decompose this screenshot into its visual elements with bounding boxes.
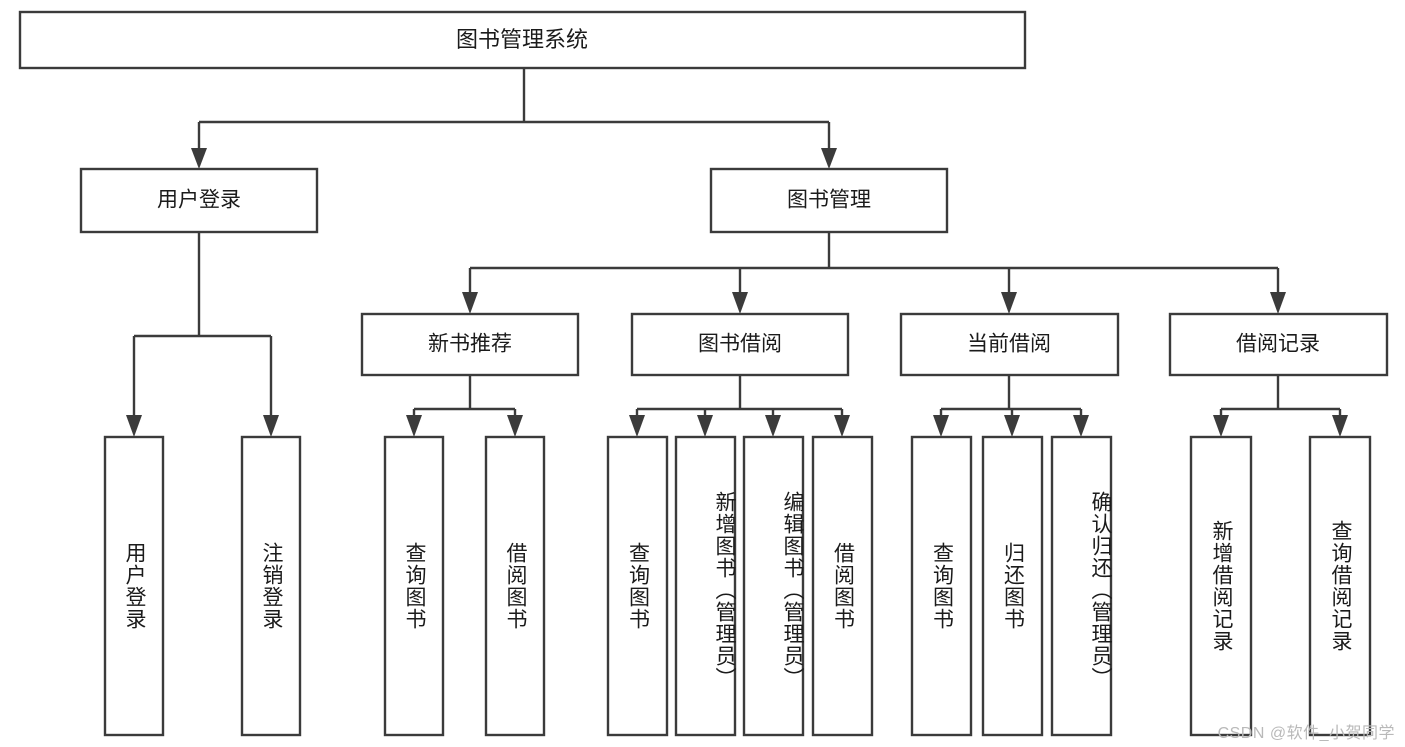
arrow-head-icon [507, 415, 523, 437]
leaf-node-boxes [103, 435, 1372, 737]
node-book-management-label: 图书管理 [787, 189, 871, 212]
node-current-borrow[interactable]: 当前借阅 [899, 312, 1120, 377]
connector-book-mgmt-to-level3 [462, 232, 1286, 314]
connector-book-borrow-to-leaves [629, 375, 850, 437]
leaf-box-query-book-borrow[interactable] [606, 435, 669, 737]
node-current-borrow-box[interactable] [899, 312, 1120, 377]
node-borrow-record-box[interactable] [1168, 312, 1389, 377]
arrow-head-icon [732, 292, 748, 314]
arrow-head-icon [406, 415, 422, 437]
leaf-box-add-borrow-record[interactable] [1189, 435, 1253, 737]
arrow-head-icon [765, 415, 781, 437]
arrow-head-icon [933, 415, 949, 437]
arrow-head-icon [1213, 415, 1229, 437]
connector-new-book-to-leaves [406, 375, 523, 437]
node-root[interactable]: 图书管理系统 [18, 10, 1027, 70]
node-user-login-box[interactable] [79, 167, 319, 234]
leaf-box-borrow-book[interactable] [811, 435, 874, 737]
arrow-head-icon [263, 415, 279, 437]
node-root-label: 图书管理系统 [456, 27, 588, 52]
arrow-head-icon [1001, 292, 1017, 314]
leaf-box-edit-book-admin[interactable] [742, 435, 805, 737]
leaf-box-borrow-book-rec[interactable] [484, 435, 546, 737]
arrow-head-icon [1270, 292, 1286, 314]
node-book-management[interactable]: 图书管理 [709, 167, 949, 234]
node-root-box[interactable] [18, 10, 1027, 70]
node-book-borrow[interactable]: 图书借阅 [630, 312, 850, 377]
node-new-book-recommend-box[interactable] [360, 312, 580, 377]
leaf-box-return-book[interactable] [981, 435, 1044, 737]
connector-root-to-level2 [191, 68, 837, 169]
leaf-box-query-book-rec[interactable] [383, 435, 445, 737]
watermark-text: CSDN @软件_小贺同学 [1217, 725, 1395, 742]
leaf-box-query-borrow-record[interactable] [1308, 435, 1372, 737]
connector-current-borrow-to-leaves [933, 375, 1089, 437]
arrow-head-icon [834, 415, 850, 437]
arrow-head-icon [1332, 415, 1348, 437]
node-user-login-label: 用户登录 [157, 189, 241, 212]
node-book-management-box[interactable] [709, 167, 949, 234]
arrow-head-icon [462, 292, 478, 314]
arrow-head-icon [1073, 415, 1089, 437]
node-user-login[interactable]: 用户登录 [79, 167, 319, 234]
arrow-head-icon [191, 148, 207, 169]
arrow-head-icon [126, 415, 142, 437]
node-book-borrow-box[interactable] [630, 312, 850, 377]
leaf-box-user-login[interactable] [103, 435, 165, 737]
leaf-box-add-book-admin[interactable] [674, 435, 737, 737]
arrow-head-icon [1004, 415, 1020, 437]
node-new-book-recommend-label: 新书推荐 [428, 333, 512, 356]
arrow-head-icon [697, 415, 713, 437]
node-current-borrow-label: 当前借阅 [967, 333, 1051, 356]
arrow-head-icon [629, 415, 645, 437]
arrow-head-icon [821, 148, 837, 169]
node-new-book-recommend[interactable]: 新书推荐 [360, 312, 580, 377]
connector-user-login-to-leaves [126, 232, 279, 437]
node-borrow-record[interactable]: 借阅记录 [1168, 312, 1389, 377]
node-book-borrow-label: 图书借阅 [698, 333, 782, 356]
leaf-box-confirm-return-admin[interactable] [1050, 435, 1113, 737]
leaf-box-query-book-current[interactable] [910, 435, 973, 737]
connector-borrow-record-to-leaves [1213, 375, 1348, 437]
node-borrow-record-label: 借阅记录 [1236, 333, 1320, 356]
leaf-box-logout[interactable] [240, 435, 302, 737]
